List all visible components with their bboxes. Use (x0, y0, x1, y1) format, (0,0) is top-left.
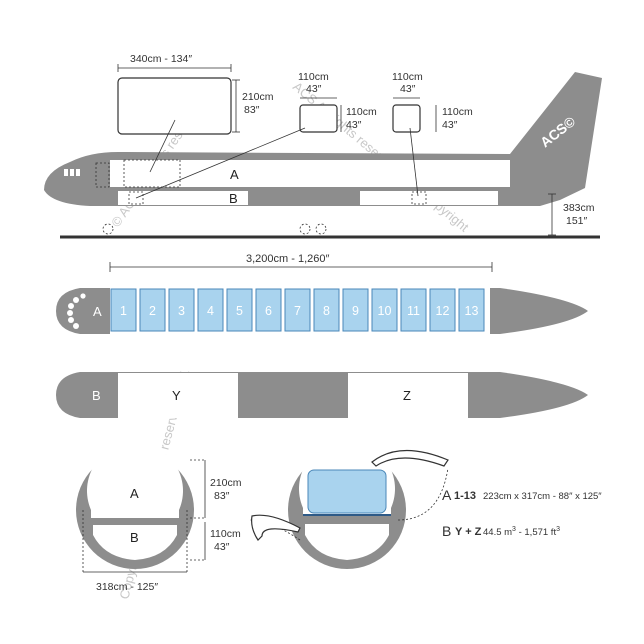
max-piece-main-deck (117, 77, 232, 135)
cross2-lower (305, 524, 389, 560)
box-large-width: 340cm - 134″ (130, 53, 192, 65)
max-piece-fwd-hold (299, 104, 338, 133)
legend-b-desc: 44.5 m3 - 1,571 ft3 (483, 526, 560, 538)
hold-y (118, 373, 238, 418)
lower-door-arc (249, 519, 301, 541)
lower-hold-label: B (229, 191, 238, 206)
box-small-2-width-cm: 110cm (392, 71, 423, 83)
uld-position-3 (168, 288, 195, 332)
uld-position-7 (284, 288, 311, 332)
ground-height-cm: 383cm (563, 202, 595, 214)
aft-hold-door-outline (411, 191, 427, 205)
pointer-small-2 (409, 127, 419, 197)
uld-position-2 (139, 288, 166, 332)
hold-z-label: Z (403, 388, 411, 403)
pointer-small-1 (135, 127, 306, 199)
cross-lower-height-cm: 110cm (210, 528, 241, 540)
uld-label-10: 10 (378, 304, 392, 318)
cross-upper-label: A (130, 486, 139, 501)
cross-upper-height-in: 83″ (214, 490, 230, 502)
cockpit-window (70, 169, 74, 176)
main-deck-plan-label: A (93, 304, 102, 319)
uld-position-12 (429, 288, 456, 332)
legend-a-desc: 223cm x 317cm - 88″ x 125″ (483, 491, 602, 502)
uld-section (307, 469, 387, 514)
hold-z (348, 373, 468, 418)
cross-lower-label: B (130, 530, 139, 545)
cross-section-upper (87, 442, 183, 518)
box-small-2-height-cm: 110cm (442, 106, 473, 118)
uld-label-13: 13 (465, 304, 479, 318)
lower-hold-front (118, 191, 248, 205)
uld-position-5 (226, 288, 253, 332)
cross-section-doors (249, 440, 449, 569)
main-gear-wheel (299, 223, 311, 235)
hold-y-label: Y (172, 388, 181, 403)
nose-gear-wheel (102, 223, 114, 235)
front-door-outline (95, 162, 110, 188)
uld-label-4: 4 (207, 304, 214, 318)
uld-label-11: 11 (407, 304, 420, 318)
box-large-height-cm: 210cm (242, 91, 274, 103)
uld-label-2: 2 (149, 304, 156, 318)
uld-label-7: 7 (294, 304, 301, 318)
uld-position-11 (400, 288, 427, 332)
uld-position-13 (458, 288, 485, 332)
uld-label-3: 3 (178, 304, 185, 318)
box-small-1-height-in: 43″ (346, 119, 362, 131)
main-deck-label: A (230, 167, 239, 182)
main-gear-wheel (315, 223, 327, 235)
uld-label-1: 1 (120, 304, 127, 318)
uld-position-6 (255, 288, 282, 332)
legend-a-range: 1-13 (454, 490, 476, 502)
uld-position-10 (371, 288, 398, 332)
box-large-height-in: 83″ (244, 104, 260, 116)
uld-label-8: 8 (323, 304, 330, 318)
uld-label-9: 9 (352, 304, 359, 318)
uld-label-6: 6 (265, 304, 272, 318)
legend: A 1-13 223cm x 317cm - 88″ x 125″ B Y + … (442, 487, 602, 539)
lower-deck-plan: B Y Z (56, 372, 588, 418)
ground-height-in: 151″ (566, 215, 588, 227)
cockpit-seats (67, 293, 86, 329)
uld-label-12: 12 (436, 304, 450, 318)
side-view: A B ACS© 340cm - 134″ 210cm 83″ 110cm 43… (44, 53, 602, 239)
main-deck-area (110, 160, 510, 187)
cross-upper-height-cm: 210cm (210, 477, 242, 489)
cross-width: 318cm - 125″ (96, 581, 158, 593)
lower-cargo-door-open (251, 514, 301, 541)
box-small-1-width-cm: 110cm (298, 71, 329, 83)
pointer-large (149, 119, 176, 173)
cockpit-window (76, 169, 80, 176)
uld-position-9 (342, 288, 369, 332)
main-cargo-door-open (371, 449, 449, 467)
cockpit-window (64, 169, 68, 176)
cross-section-lower (93, 525, 177, 560)
lower-hold-rear (360, 191, 498, 205)
cross-lower-height-in: 43″ (214, 541, 230, 553)
box-small-2-width-in: 43″ (400, 83, 416, 95)
box-small-1-width-in: 43″ (306, 83, 322, 95)
main-door-arc (397, 467, 449, 521)
box-small-1-height-cm: 110cm (346, 106, 377, 118)
uld-position-1 (110, 288, 137, 332)
legend-b-range: Y + Z (455, 526, 482, 538)
uld-position-8 (313, 288, 340, 332)
legend-a-letter: A (442, 487, 452, 503)
main-cargo-door-outline (123, 159, 181, 188)
max-piece-aft-hold (392, 104, 421, 133)
legend-b-letter: B (442, 523, 451, 539)
lower-deck-plan-label: B (92, 388, 101, 403)
uld-label-5: 5 (236, 304, 243, 318)
deck-length: 3,200cm - 1,260″ (246, 253, 329, 265)
box-small-2-height-in: 43″ (442, 119, 458, 131)
uld-position-4 (197, 288, 224, 332)
cross-section: A B 210cm 83″ 110cm 43″ 318cm - 125″ (76, 442, 242, 593)
fwd-hold-door-outline (128, 191, 144, 205)
